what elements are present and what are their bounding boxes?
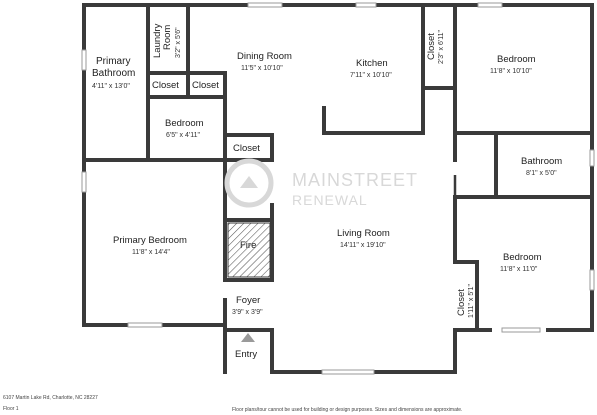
closet-top-name: Closet xyxy=(426,33,437,60)
primary-bathroom-name-2: Bathroom xyxy=(92,68,135,79)
bedroom-ne-name: Bedroom xyxy=(497,54,536,65)
closet-c-name: Closet xyxy=(233,143,260,154)
primary-bedroom-dim: 11'8" x 14'4" xyxy=(132,249,170,256)
closet-a-name: Closet xyxy=(152,80,179,91)
primary-bedroom-name: Primary Bedroom xyxy=(113,235,187,246)
foyer-name: Foyer xyxy=(236,295,260,306)
watermark-line1: MAINSTREET xyxy=(292,170,418,190)
laundry-room-dim: 3'2" x 5'6" xyxy=(175,27,182,58)
kitchen-name: Kitchen xyxy=(356,58,388,69)
exterior-walls xyxy=(82,3,594,374)
primary-bathroom-name-1: Primary xyxy=(96,56,130,67)
bathroom-dim: 8'1" x 5'0" xyxy=(526,170,557,177)
entry-arrow-icon xyxy=(241,333,255,342)
dining-room-name: Dining Room xyxy=(237,51,292,62)
fireplace-label: Fire xyxy=(240,240,256,251)
watermark: MAINSTREET RENEWAL xyxy=(224,158,418,208)
bathroom-name: Bathroom xyxy=(521,156,562,167)
kitchen-dim: 7'11" x 10'10" xyxy=(350,72,392,79)
footer-note: Floor plans/tour cannot be used for buil… xyxy=(232,407,463,413)
closet-se-name: Closet xyxy=(456,289,467,316)
primary-bathroom-dim: 4'11" x 13'0" xyxy=(92,83,130,90)
bedroom-se-dim: 11'8" x 11'0" xyxy=(500,266,538,273)
laundry-room-name-1: Laundry xyxy=(152,23,163,58)
bedroom-small-name: Bedroom xyxy=(165,118,204,129)
foyer-dim: 3'9" x 3'9" xyxy=(232,309,263,316)
bedroom-small-dim: 6'5" x 4'11" xyxy=(166,132,200,139)
footer-floor: Floor 1 xyxy=(3,406,19,412)
living-room-name: Living Room xyxy=(337,228,390,239)
footer-address: 6107 Martin Lake Rd, Charlotte, NC 28227 xyxy=(3,395,98,401)
windows xyxy=(81,2,595,375)
bedroom-se-name: Bedroom xyxy=(503,252,542,263)
closet-b-name: Closet xyxy=(192,80,219,91)
bedroom-ne-dim: 11'8" x 10'10" xyxy=(490,68,532,75)
dining-room-dim: 11'5" x 10'10" xyxy=(241,65,283,72)
laundry-room-name-2: Room xyxy=(162,25,173,50)
interior-walls xyxy=(82,3,594,332)
fireplace-hearth xyxy=(227,222,271,278)
entry-label: Entry xyxy=(235,349,257,360)
closet-top-dim: 2'3" x 6'11" xyxy=(438,30,445,64)
living-room-dim: 14'11" x 19'10" xyxy=(340,242,386,249)
watermark-line2: RENEWAL xyxy=(292,192,368,208)
closet-se-dim: 1'11" x 5'1" xyxy=(468,284,475,318)
